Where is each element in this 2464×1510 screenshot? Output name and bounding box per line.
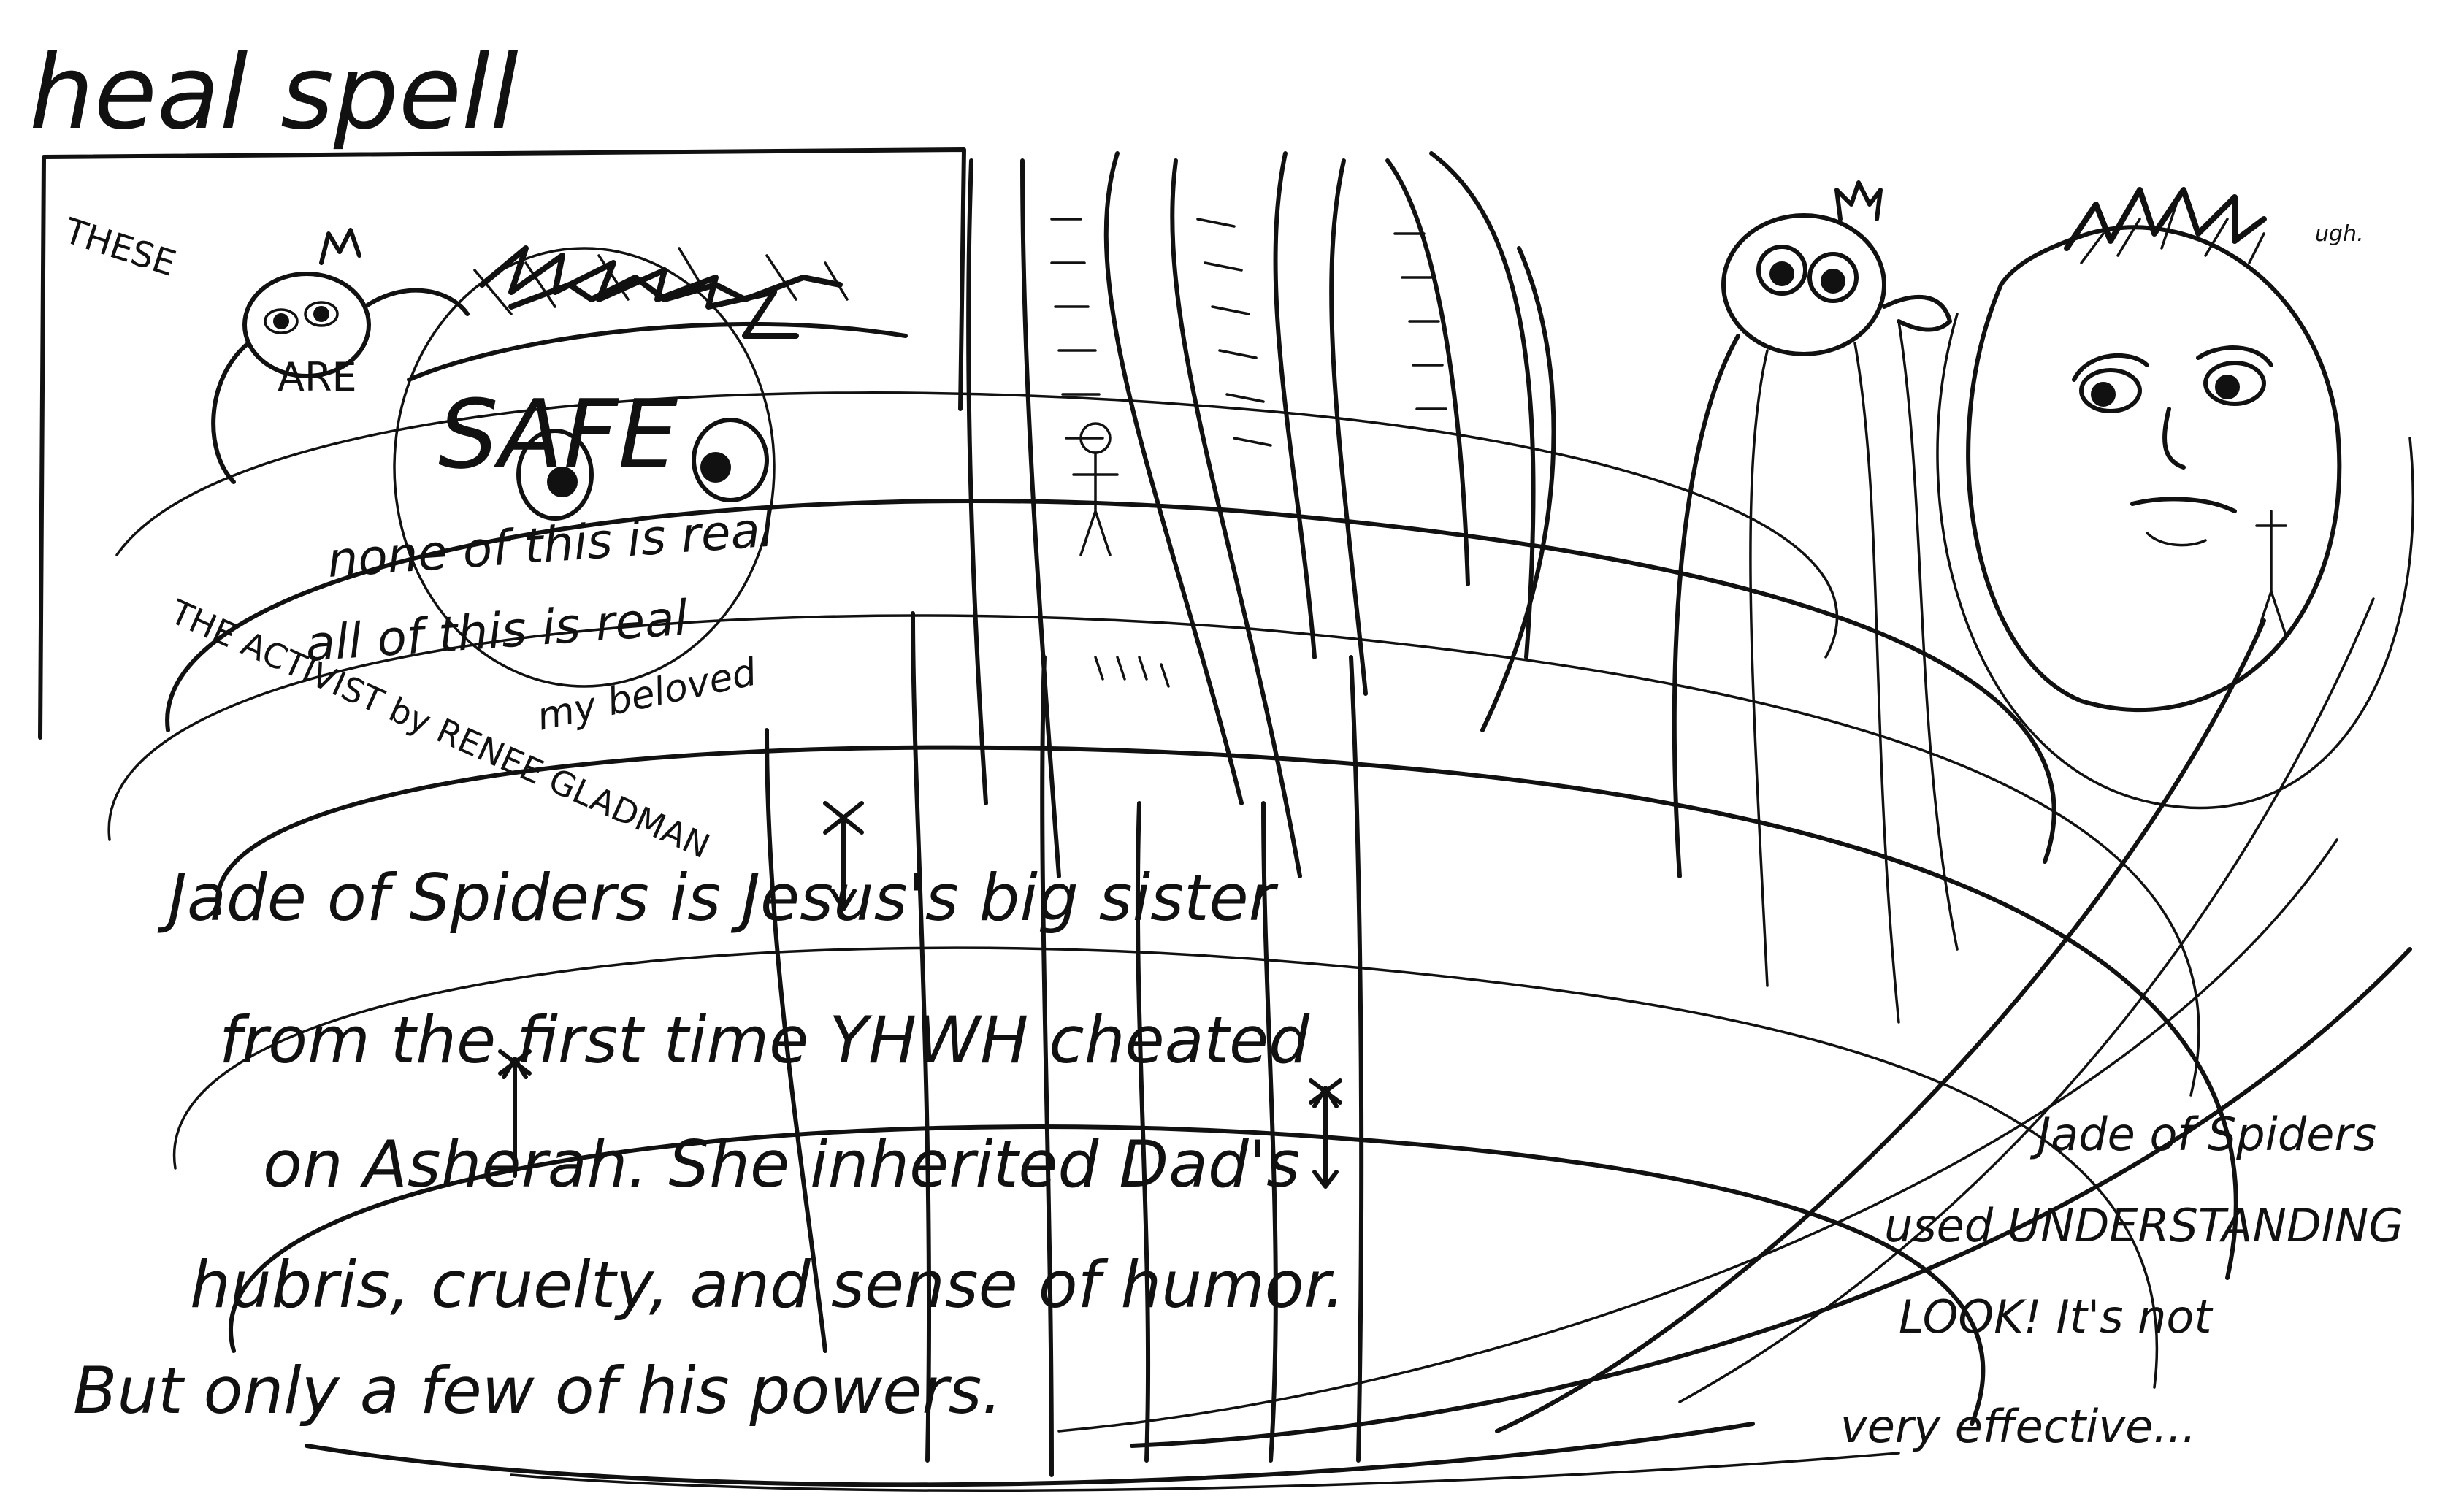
caption-line-3: LOOK! It's not [1899,1290,2214,1344]
scribble-nest [407,245,908,382]
crowned-creature-right [1672,180,1959,1024]
aside-text: ugh. [2315,221,2364,247]
line-all-real: all of this is real [304,590,690,672]
box-text-are: ARE [278,354,357,400]
line-none-real: none of this is real [326,501,776,589]
narration-line-4: hubris, cruelty, and sense of humor. [190,1247,1345,1322]
caption-line-2: used UNDERSTANDING [1884,1199,2403,1252]
narration-line-5: But only a few of his powers. [73,1353,1002,1428]
box-text-these: THESE [58,210,180,285]
tiny-figure [1072,422,1119,556]
narration-line-2: from the first time YHWH cheated [219,1003,1310,1078]
title-box [38,147,966,740]
caption-line-4: very effective... [1840,1400,2196,1453]
narration-line-1: Jade of Spiders is Jesus's big sister [157,860,1279,935]
narration-line-3: on Asherah. She inherited Dad's [263,1127,1300,1202]
caption-line-1: Jade of Spiders [2029,1108,2376,1161]
tendril-columns [765,151,1556,1477]
box-text-safe: SAFE [438,379,678,490]
arrow-marks [498,801,1342,1189]
central-face [393,247,776,688]
sad-face [1936,187,2414,809]
comic-title: heal spell [29,34,519,153]
crowned-creature-left [211,228,470,484]
coil-lines [107,391,2412,1492]
line-beloved: my beloved [533,650,761,739]
